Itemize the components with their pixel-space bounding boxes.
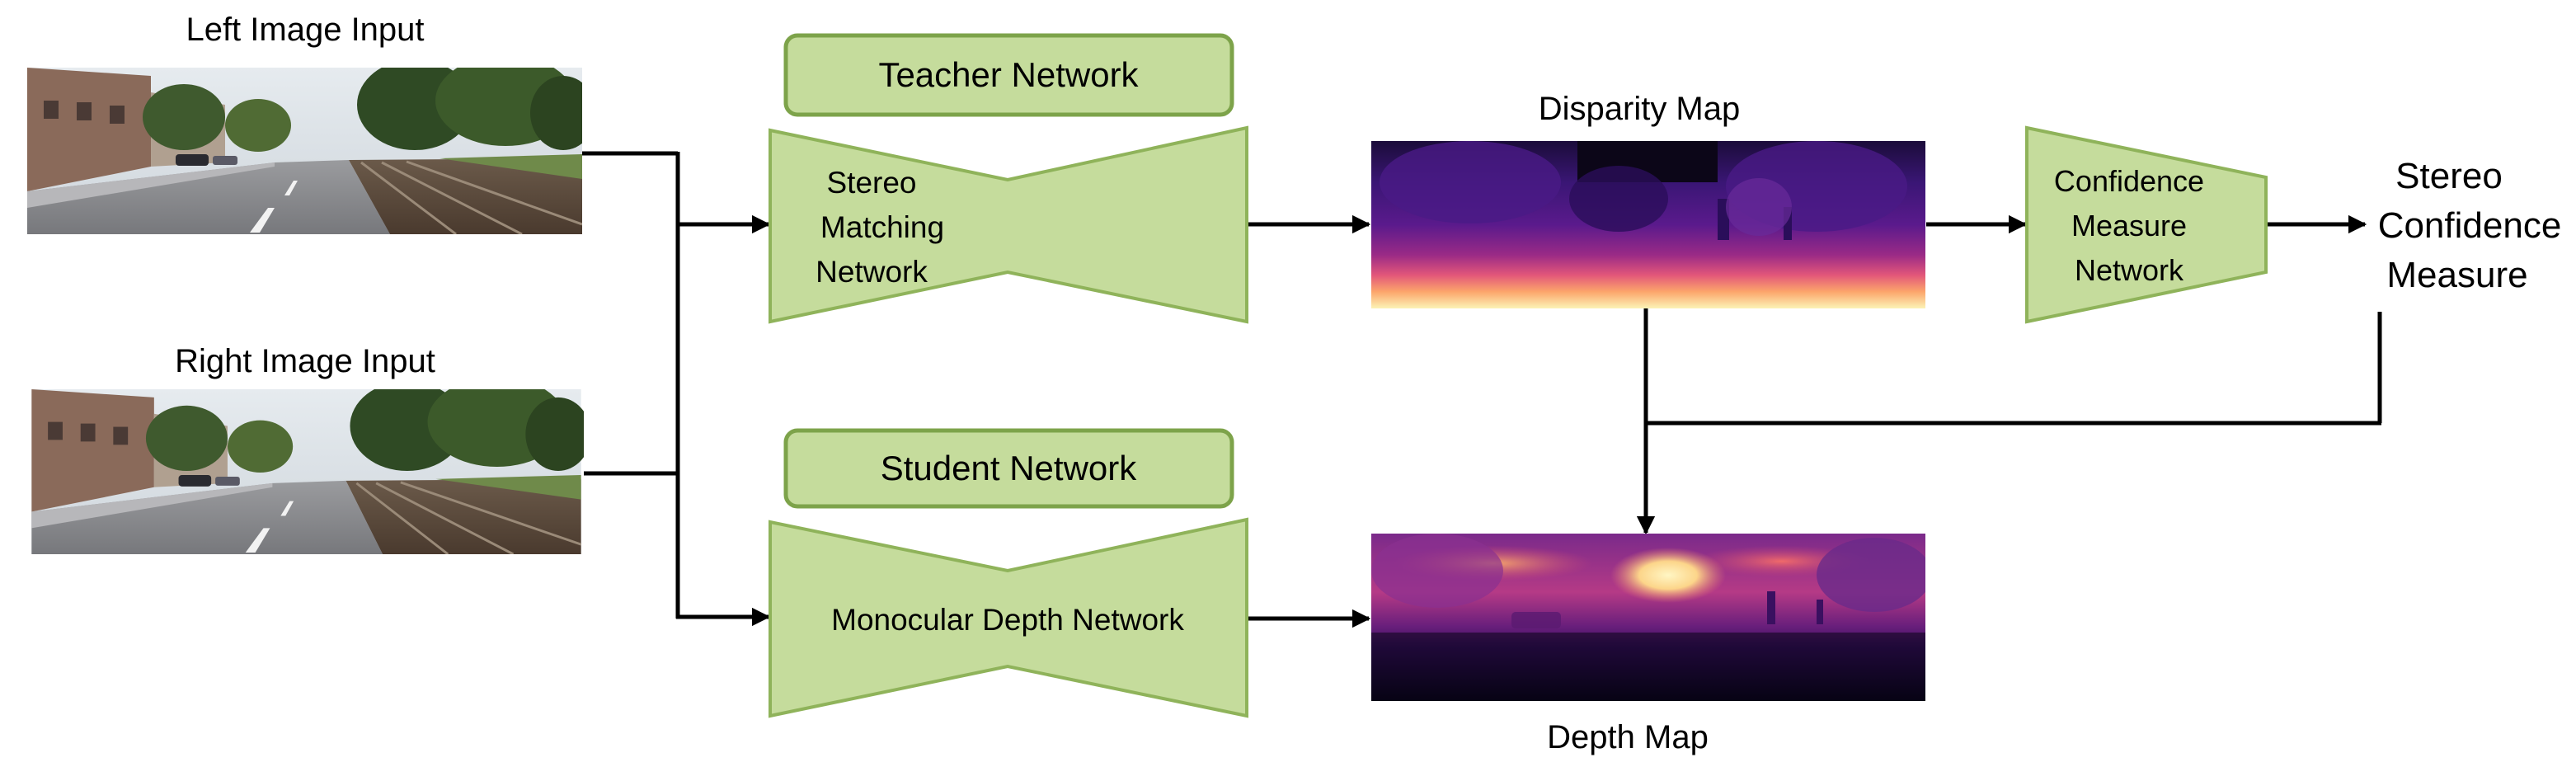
stereo-confidence-line-3: Measure xyxy=(2386,255,2527,295)
depth-map-label: Depth Map xyxy=(1547,719,1709,755)
left-image-label: Left Image Input xyxy=(186,12,424,48)
monocular-depth-network-label: Monocular Depth Network xyxy=(831,603,1184,637)
stereo-matching-line-2: Matching xyxy=(820,210,944,244)
student-network-title: Student Network xyxy=(881,449,1137,487)
confidence-measure-network-block xyxy=(2025,125,2268,324)
teacher-network-title: Teacher Network xyxy=(878,55,1139,94)
disparity-map-label: Disparity Map xyxy=(1539,91,1741,127)
depth-map-image xyxy=(1371,534,1925,701)
teacher-network-title-box xyxy=(783,33,1234,117)
stereo-confidence-line-2: Confidence xyxy=(2378,205,2562,246)
confidence-network-line-3: Network xyxy=(2075,253,2184,287)
monocular-depth-network-block xyxy=(769,517,1248,718)
disparity-map-image xyxy=(1371,141,1925,308)
stereo-matching-line-1: Stereo xyxy=(826,166,916,200)
stereo-confidence-line-1: Stereo xyxy=(2395,156,2503,196)
right-image-label: Right Image Input xyxy=(175,343,435,379)
confidence-network-line-1: Confidence xyxy=(2054,164,2204,198)
supervision-connectors xyxy=(1636,308,2382,535)
left-image-photo xyxy=(27,68,582,234)
right-image-photo xyxy=(31,389,584,554)
input-connectors xyxy=(582,151,771,627)
student-network-title-box xyxy=(783,428,1234,509)
confidence-network-line-2: Measure xyxy=(2071,209,2187,242)
stereo-matching-line-3: Network xyxy=(816,255,928,289)
stereo-matching-network-block xyxy=(769,125,1248,324)
